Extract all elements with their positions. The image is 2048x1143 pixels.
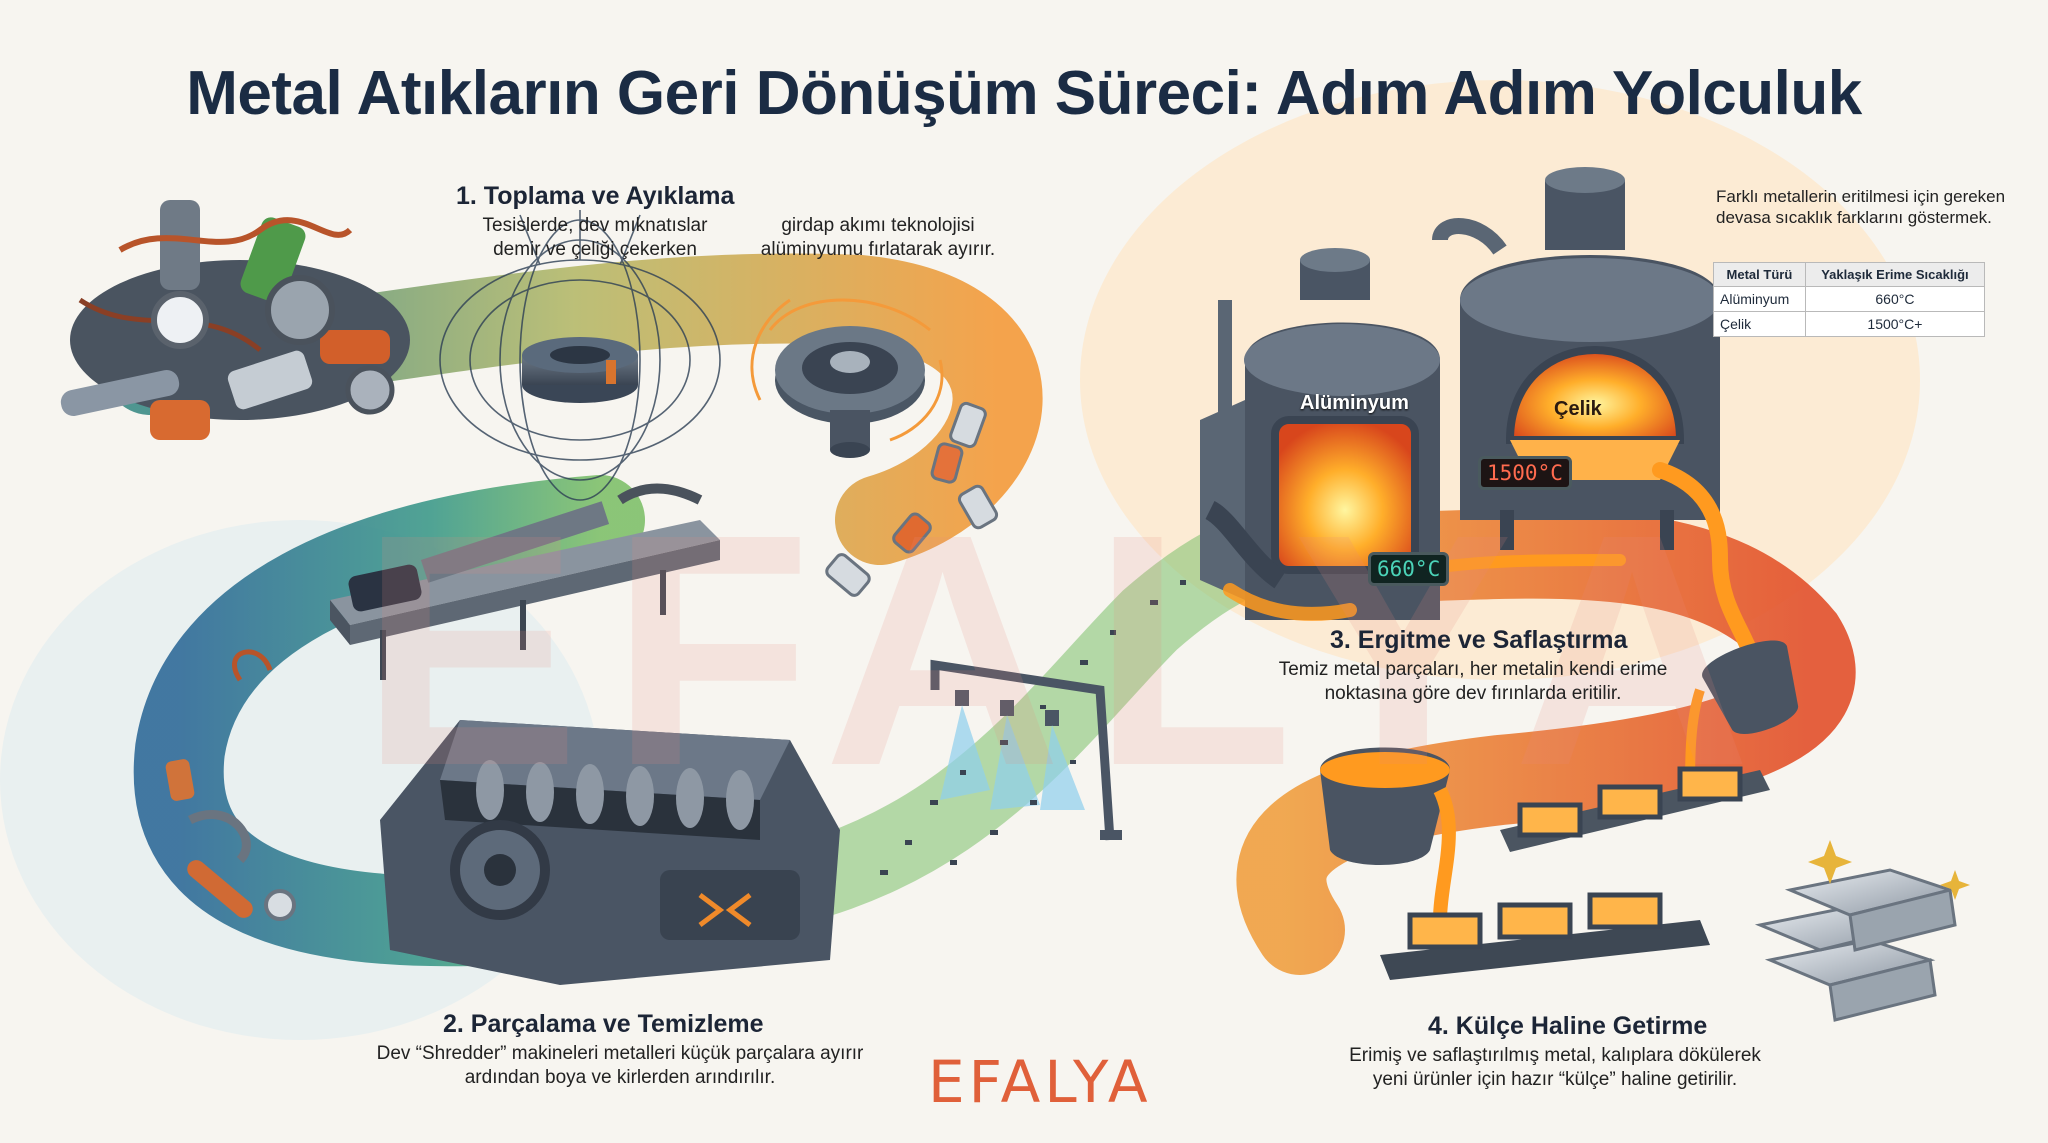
water-spray-icon: [930, 659, 1122, 841]
step-1-desc-right: girdap akımı teknolojisi alüminyumu fırl…: [760, 215, 996, 260]
eddy-current-icon: [750, 298, 999, 597]
temperature-note: Farklı metallerin eritilmesi için gereke…: [1716, 187, 2006, 227]
magnet-icon: [439, 210, 721, 501]
step-3-desc: Temiz metal parçaları, her metalin kendi…: [1278, 659, 1668, 704]
shred-particles-icon: [880, 575, 1248, 875]
shredder-icon: [380, 720, 840, 985]
aluminum-temp-display: 660°C: [1368, 552, 1450, 586]
melting-temperature-table: Metal Türü Yaklaşık Erime Sıcaklığı Alüm…: [1713, 262, 1986, 337]
table-cell: 660°C: [1804, 286, 1986, 312]
scrap-bits-icon: [165, 649, 296, 921]
mold-conveyor-icon: [1380, 766, 1770, 980]
process-path-left: [133, 475, 645, 967]
table-cell: Çelik: [1713, 311, 1806, 337]
step-4-title: 4. Külçe Haline Getirme: [1428, 1012, 1708, 1040]
conveyor-icon: [330, 483, 720, 680]
step-3-title: 3. Ergitme ve Saflaştırma: [1330, 626, 1628, 654]
step-4-desc: Erimiş ve saflaştırılmış metal, kalıplar…: [1349, 1045, 1761, 1090]
table-cell: 1500°C+: [1804, 311, 1986, 337]
steel-furnace-label: Çelik: [1554, 398, 1602, 420]
table-row: Alüminyum 660°C: [1713, 286, 1986, 312]
furnace-icon: [1200, 167, 1720, 620]
table-header-row: Metal Türü Yaklaşık Erime Sıcaklığı: [1713, 262, 1986, 287]
aluminum-furnace-label: Alüminyum: [1300, 392, 1409, 414]
sparkle-icon: [1808, 840, 1970, 900]
table-header: Metal Türü: [1713, 262, 1806, 287]
table-header: Yaklaşık Erime Sıcaklığı: [1804, 262, 1986, 287]
step-1-title: 1. Toplama ve Ayıklama: [456, 182, 735, 210]
step-1-desc-left: Tesislerde, dev mıknatıslar demir ve çel…: [482, 215, 708, 260]
ladle-icon: [1320, 640, 1799, 921]
step-2-title: 2. Parçalama ve Temizleme: [443, 1010, 764, 1038]
table-row: Çelik 1500°C+: [1713, 311, 1986, 337]
page-title: Metal Atıkların Geri Dönüşüm Süreci: Adı…: [186, 59, 1862, 128]
ingot-icon: [1754, 868, 1957, 1022]
brand-logo: EFALYA: [928, 1048, 1152, 1116]
scrap-pile-icon: [60, 200, 410, 440]
step-2-desc: Dev “Shredder” makineleri metalleri küçü…: [376, 1043, 864, 1088]
watermark: EFALYA: [360, 465, 1782, 834]
table-cell: Alüminyum: [1713, 286, 1806, 312]
steel-temp-display: 1500°C: [1478, 456, 1572, 490]
